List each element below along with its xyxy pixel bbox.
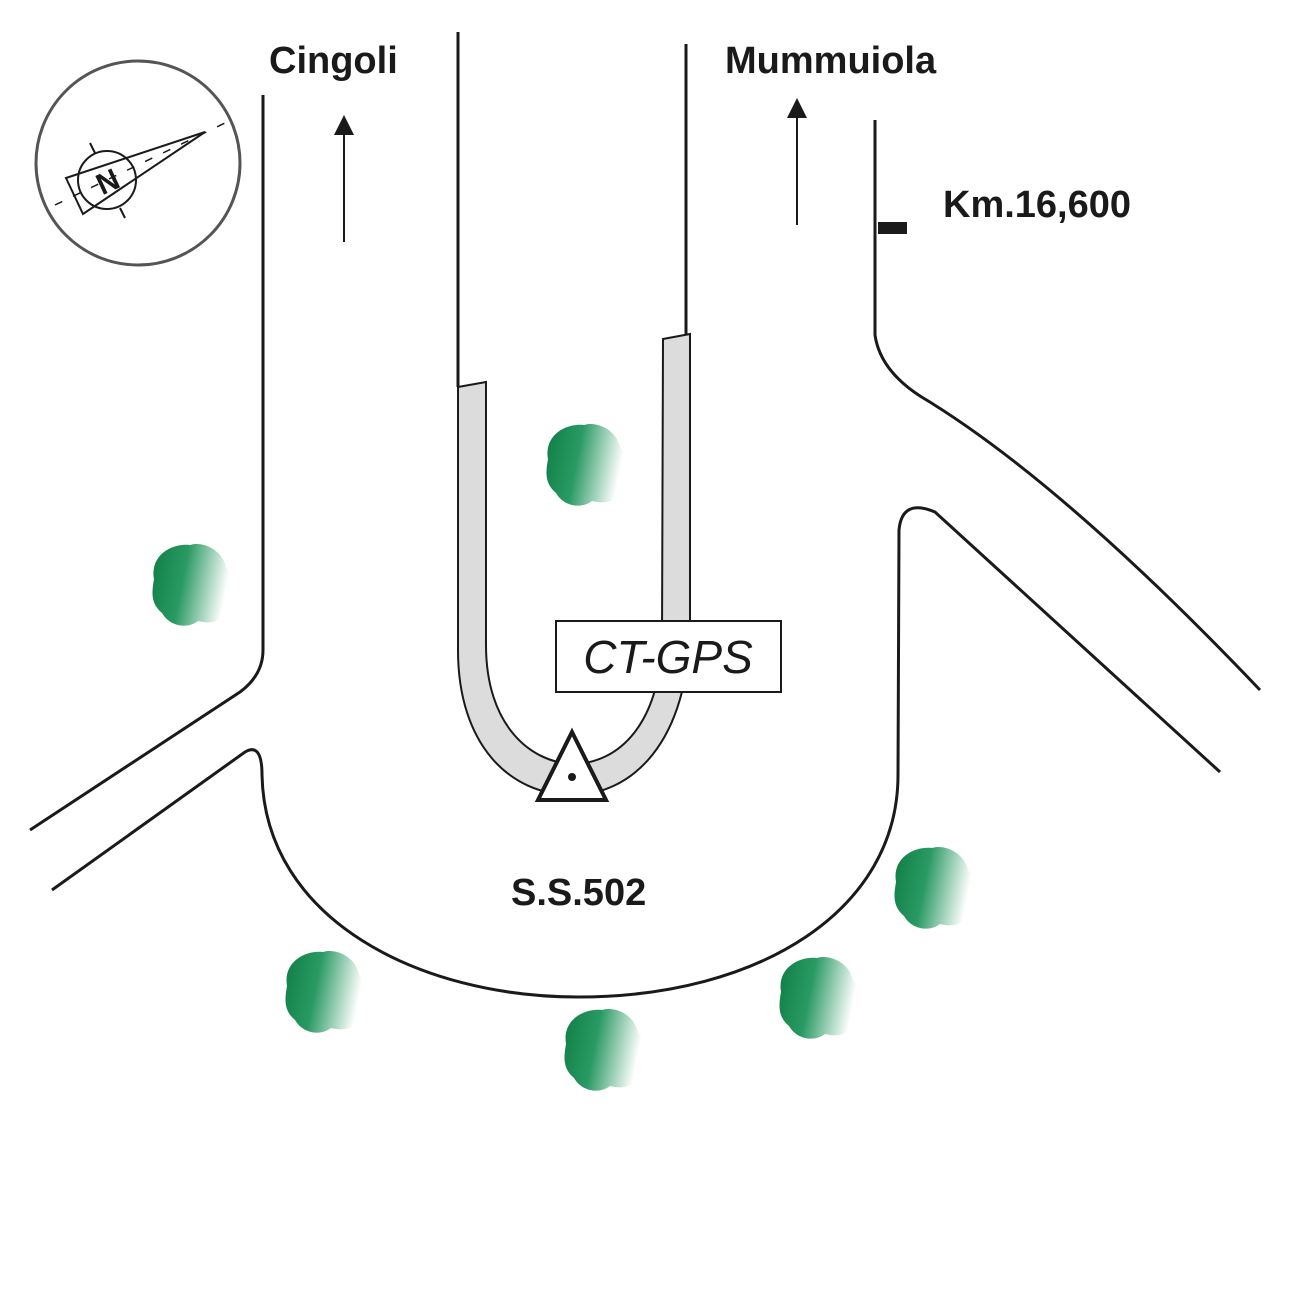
station-label-box — [555, 620, 782, 693]
road-left-outer-edge — [29, 95, 265, 832]
km-marker-icon — [878, 222, 907, 234]
tree-icon — [564, 1008, 645, 1091]
ss502-curve-edge — [51, 506, 1222, 999]
gps-station-triangle-icon — [534, 727, 610, 802]
tree-icon — [152, 543, 233, 626]
station-label: CT-GPS — [583, 631, 753, 683]
access-path — [457, 332, 691, 797]
label-km-marker: Km.16,600 — [943, 184, 1131, 226]
label-road-name: S.S.502 — [511, 872, 646, 914]
tree-icon — [546, 423, 627, 506]
tree-icon — [779, 956, 860, 1039]
tree-icon — [285, 950, 366, 1033]
road-right-outer-edge — [873, 120, 1262, 692]
label-cingoli: Cingoli — [269, 40, 398, 82]
tree-icon — [894, 846, 975, 929]
label-mummuiola: Mummuiola — [725, 40, 937, 82]
north-compass-icon: N — [34, 59, 242, 267]
